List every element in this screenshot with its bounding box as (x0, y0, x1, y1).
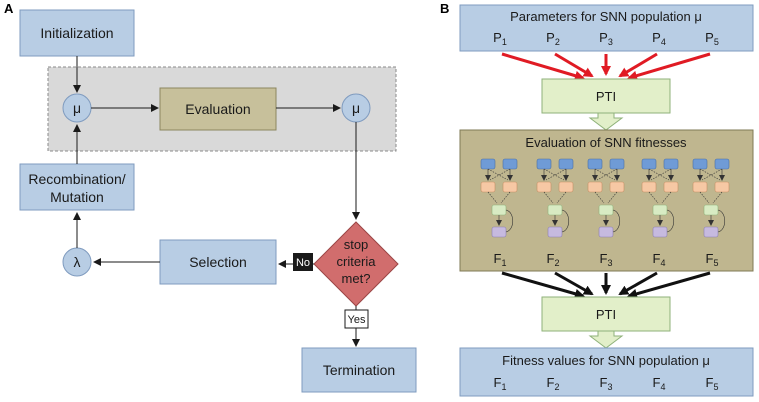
initialization-label: Initialization (40, 25, 113, 41)
decision-label-line3: met? (342, 271, 371, 286)
pti-bottom-box (541, 296, 671, 332)
snn-network-3 (587, 158, 625, 238)
selection-label: Selection (189, 254, 247, 270)
flow-arrow-bottom (588, 330, 624, 349)
param-5: P5 (705, 30, 719, 47)
red-arrow-1 (501, 52, 585, 81)
yes-badge (344, 309, 369, 329)
fitness-mid-labels: F1 F2 F3 F4 F5 (494, 251, 719, 268)
pti-bottom-label: PTI (596, 307, 616, 322)
red-arrow-2 (554, 52, 594, 78)
evaluation-box (159, 87, 277, 131)
black-arrow-2 (554, 271, 594, 296)
pti-top-box (541, 78, 671, 114)
panel-b-label: B (440, 1, 449, 16)
fitness-mid-3: F3 (600, 251, 613, 268)
yes-label: Yes (348, 314, 366, 326)
fitness-bottom-5: F5 (706, 375, 719, 392)
fitness-bottom-labels: F1 F2 F3 F4 F5 (494, 375, 719, 392)
initialization-box (19, 9, 135, 57)
black-arrow-5 (627, 271, 711, 299)
pti-top-label: PTI (596, 89, 616, 104)
fitness-bottom-1: F1 (494, 375, 507, 392)
snn-evaluation-title: Evaluation of SNN fitnesses (525, 135, 687, 150)
parameter-labels: P1 P2 P3 P4 P5 (493, 30, 719, 47)
fitness-mid-2: F2 (547, 251, 560, 268)
decision-label-line1: stop (344, 237, 369, 252)
snn-network-2 (536, 158, 574, 238)
recombination-label-line2: Mutation (50, 189, 104, 205)
parameters-title: Parameters for SNN population μ (510, 9, 702, 24)
evaluation-label: Evaluation (185, 101, 250, 117)
parameters-box (459, 4, 754, 52)
snn-network-1 (480, 158, 518, 238)
snn-network-5 (692, 158, 730, 238)
mu-right-label: μ (352, 100, 360, 116)
fitness-values-title: Fitness values for SNN population μ (502, 353, 710, 368)
fitness-mid-4: F4 (653, 251, 666, 268)
selection-box (159, 239, 277, 285)
recombination-box (19, 163, 135, 211)
recombination-label-line1: Recombination/ (28, 171, 125, 187)
decision-label-line2: criteria (336, 254, 376, 269)
fitness-mid-5: F5 (706, 251, 719, 268)
no-badge (293, 253, 313, 271)
termination-label: Termination (323, 362, 395, 378)
param-1: P1 (493, 30, 507, 47)
black-arrow-4 (618, 271, 658, 296)
mu-left-label: μ (73, 100, 81, 116)
param-2: P2 (546, 30, 560, 47)
param-3: P3 (599, 30, 613, 47)
snn-evaluation-panel (459, 129, 754, 272)
flow-arrow-top (588, 112, 624, 131)
fitness-mid-1: F1 (494, 251, 507, 268)
fitness-values-box (459, 347, 754, 397)
lambda-label: λ (74, 254, 81, 270)
fitness-bottom-4: F4 (653, 375, 666, 392)
termination-box (301, 347, 417, 393)
fitness-bottom-2: F2 (547, 375, 560, 392)
panel-a-label: A (4, 1, 14, 16)
black-arrows (501, 271, 711, 299)
snn-network-4 (641, 158, 679, 238)
param-4: P4 (652, 30, 666, 47)
red-arrows (501, 52, 711, 81)
black-arrow-1 (501, 271, 585, 299)
red-arrow-4 (618, 52, 658, 78)
no-label: No (296, 257, 310, 269)
red-arrow-5 (627, 52, 711, 81)
fitness-bottom-3: F3 (600, 375, 613, 392)
